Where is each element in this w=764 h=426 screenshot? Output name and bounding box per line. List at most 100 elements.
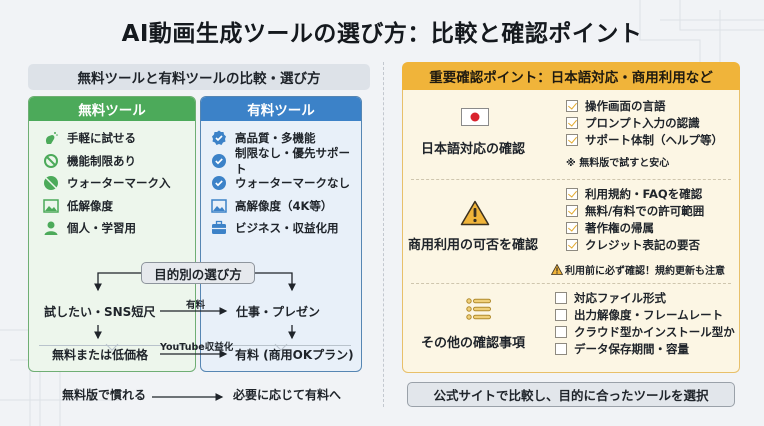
bottom-flow-to: 必要に応じて有料へ: [233, 388, 342, 402]
section-separator: [411, 283, 731, 284]
list-item: ウォーターマークなし: [211, 172, 361, 195]
feature-label: 機能制限あり: [67, 153, 136, 168]
section-title: その他の確認事項: [420, 336, 525, 351]
verified-badge-icon: [212, 130, 226, 146]
checklist: 利用規約・FAQを確認 無料/有料での許可範囲 著作権の帰属 クレジット表記の要…: [566, 185, 704, 253]
section-title: 商用利用の可否を確認: [407, 238, 538, 253]
checklist-item: 出力解像度・フレームレート: [555, 306, 735, 323]
image-icon: [211, 199, 227, 213]
check-points-panel: 日本語対応の確認 操作画面の言語 プロンプト入力の認識 サポート体制（ヘルプ等）…: [402, 90, 740, 373]
checklist-item: サポート体制（ヘルプ等）: [566, 131, 723, 148]
checkbox-checked[interactable]: [566, 133, 578, 146]
checkbox-checked[interactable]: [566, 238, 578, 251]
checklist-item: 利用規約・FAQを確認: [566, 185, 704, 202]
panel-separator: [211, 345, 351, 346]
paid-tools-panel: 有料ツール 高品質・多機能 制限なし・優先サポート ウォーターマークなし 高解像…: [200, 96, 362, 372]
feature-label: 個人・学習用: [67, 221, 136, 236]
bottom-flow-from: 無料版で慣れる: [62, 388, 147, 402]
other-checks-section: その他の確認事項 対応ファイル形式 出力解像度・フレームレート クラウド型かイン…: [403, 284, 739, 372]
checklist-label: 利用規約・FAQを確認: [585, 186, 703, 201]
checkbox-checked[interactable]: [566, 204, 578, 217]
commercial-use-section: 商用利用の可否を確認 利用規約・FAQを確認 無料/有料での許可範囲 著作権の帰…: [403, 180, 739, 280]
japan-flag-icon: [461, 108, 489, 126]
prohibited-icon: [44, 153, 58, 168]
checklist-item: クラウド型かインストール型か: [555, 323, 735, 340]
watermark-off-icon: [44, 176, 58, 191]
section-separator: [411, 179, 731, 180]
paid-feature-list: 高品質・多機能 制限なし・優先サポート ウォーターマークなし 高解像度（4K等）…: [201, 121, 361, 240]
checkbox-checked[interactable]: [566, 187, 578, 200]
section-divider: [383, 62, 384, 407]
checkbox-checked[interactable]: [566, 221, 578, 234]
checklist-label: クレジット表記の要否: [585, 237, 700, 252]
list-item: ウォーターマーク入: [43, 172, 195, 195]
feature-label: 手軽に試せる: [67, 131, 136, 146]
arrow-label-youtube: YouTube収益化: [160, 342, 234, 353]
checklist-item: クレジット表記の要否: [566, 236, 704, 253]
feature-label: ウォーターマークなし: [235, 176, 350, 191]
summary-footer: 公式サイトで比較し、目的に合ったツールを選択: [407, 382, 735, 407]
list-item: 機能制限あり: [43, 150, 195, 173]
purpose-selection-box: 目的別の選び方: [141, 262, 255, 284]
list-icon: [466, 298, 491, 320]
checkbox-unchecked[interactable]: [555, 342, 567, 355]
checklist-item: プロンプト入力の認識: [566, 114, 723, 131]
checklist-item: 対応ファイル形式: [555, 289, 735, 306]
section-note: ※ 無料版で試すと安心: [566, 158, 670, 169]
checklist-label: 出力解像度・フレームレート: [574, 307, 724, 322]
japanese-support-section: 日本語対応の確認 操作画面の言語 プロンプト入力の認識 サポート体制（ヘルプ等）…: [403, 90, 739, 178]
checklist-item: 無料/有料での許可範囲: [566, 202, 704, 219]
checkbox-checked[interactable]: [566, 116, 578, 129]
person-icon: [44, 221, 58, 236]
flow-right-bottom: 有料 (商用OKプラン): [235, 348, 354, 362]
checkbox-unchecked[interactable]: [555, 291, 567, 304]
list-item: 制限なし・優先サポート: [211, 146, 361, 176]
arrow-label-paid: 有料: [186, 300, 206, 311]
warning-note: 利用前に必ず確認！規約更新も注意: [551, 262, 725, 277]
feature-label: 高品質・多機能: [235, 131, 316, 146]
checklist-label: 無料/有料での許可範囲: [585, 203, 705, 218]
warning-small-icon: [551, 264, 563, 275]
flow-left-bottom: 無料または低価格: [52, 348, 149, 362]
panel-separator: [39, 345, 185, 346]
check-circle-icon: [212, 153, 226, 168]
checkbox-unchecked[interactable]: [555, 308, 567, 321]
warning-note-text: 利用前に必ず確認！規約更新も注意: [565, 266, 725, 277]
warning-icon: [460, 200, 490, 226]
checklist-item: 著作権の帰属: [566, 219, 704, 236]
check-points-header: 重要確認ポイント：日本語対応・商用利用など: [402, 62, 740, 90]
list-item: 手軽に試せる: [43, 127, 195, 150]
feature-label: 制限なし・優先サポート: [235, 145, 350, 176]
comparison-header: 無料ツールと有料ツールの比較・選び方: [28, 64, 370, 90]
list-item: 個人・学習用: [43, 217, 195, 240]
checklist-label: 対応ファイル形式: [574, 290, 666, 305]
checklist-item: 操作画面の言語: [566, 97, 723, 114]
checklist-label: 著作権の帰属: [585, 220, 654, 235]
checklist-label: データ保存期間・容量: [574, 341, 689, 356]
feature-label: ウォーターマーク入: [67, 176, 171, 191]
free-tools-panel: 無料ツール 手軽に試せる 機能制限あり ウォーターマーク入 低解像度 個人・学習…: [28, 96, 196, 372]
feature-label: 低解像度: [67, 198, 113, 213]
page-title: AI動画生成ツールの選び方：比較と確認ポイント: [121, 21, 643, 47]
checklist-label: 操作画面の言語: [585, 98, 666, 113]
free-feature-list: 手軽に試せる 機能制限あり ウォーターマーク入 低解像度 個人・学習用: [29, 121, 195, 240]
list-item: ビジネス・収益化用: [211, 217, 361, 240]
feature-label: 高解像度（4K等）: [235, 198, 333, 213]
checklist-label: クラウド型かインストール型か: [574, 324, 735, 339]
checklist-label: サポート体制（ヘルプ等）: [585, 132, 723, 147]
briefcase-icon: [212, 221, 226, 235]
checkbox-checked[interactable]: [566, 99, 578, 112]
section-title: 日本語対応の確認: [420, 142, 525, 157]
flow-left-top: 試したい・SNS短尺: [44, 305, 156, 319]
hand-tap-icon: [45, 132, 58, 145]
checklist-label: プロンプト入力の認識: [585, 115, 700, 130]
image-icon: [43, 199, 59, 213]
feature-label: ビジネス・収益化用: [235, 221, 339, 236]
paid-tools-title: 有料ツール: [201, 97, 361, 121]
flow-right-top: 仕事・プレゼン: [236, 305, 321, 319]
list-item: 高品質・多機能: [211, 127, 361, 150]
list-item: 低解像度: [43, 195, 195, 218]
free-tools-title: 無料ツール: [29, 97, 195, 121]
checkbox-unchecked[interactable]: [555, 325, 567, 338]
check-circle-icon: [212, 176, 226, 191]
